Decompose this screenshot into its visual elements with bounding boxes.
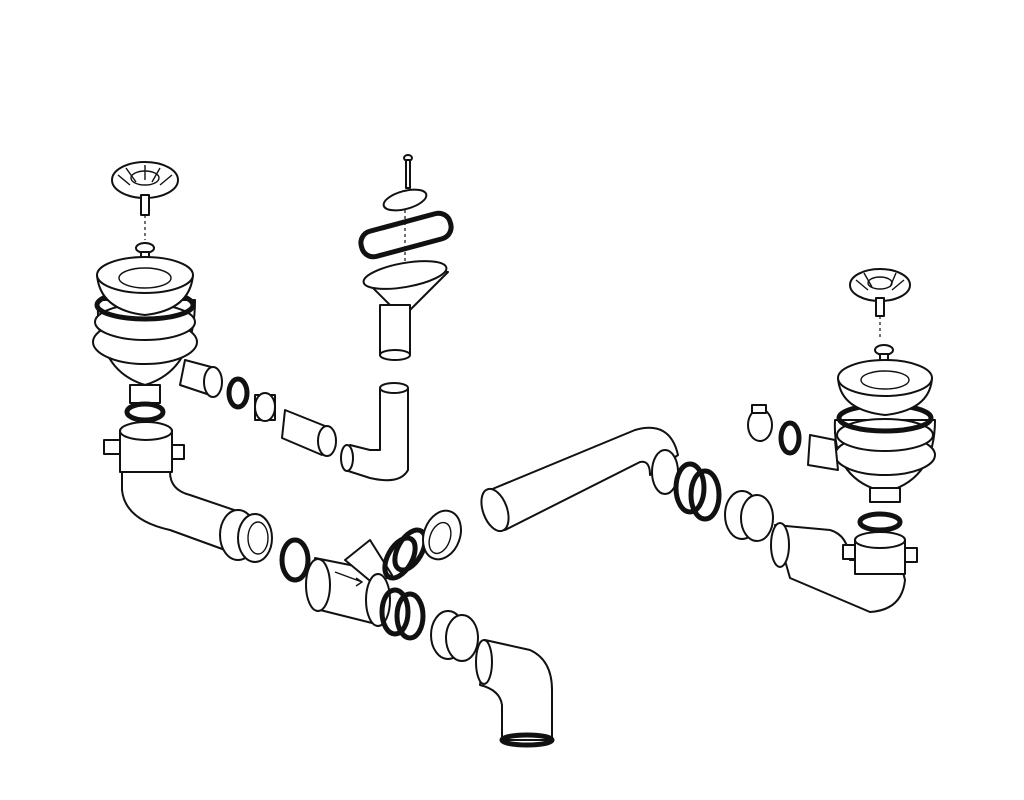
tee-fitting <box>305 539 393 627</box>
overflow-screw <box>403 154 413 189</box>
left-trap-nut <box>103 421 185 473</box>
overflow-gasket <box>358 210 454 260</box>
right-strainer-cap <box>849 268 911 317</box>
outlet-elbow <box>475 639 555 748</box>
right-washer <box>857 511 903 533</box>
elbow-nut <box>430 610 479 662</box>
left-slip-nut <box>254 392 276 422</box>
overflow-connector-washer <box>778 420 802 456</box>
tee-rings-upper <box>382 527 428 581</box>
overflow-tube <box>340 382 409 482</box>
right-bend-nut <box>724 490 774 542</box>
overflow-funnel <box>362 260 449 361</box>
tee-rings-lower <box>379 587 426 641</box>
left-washer <box>226 376 250 410</box>
connecting-pipe-rings <box>651 449 722 522</box>
bend-nut <box>219 509 273 563</box>
bend-washer <box>279 537 311 583</box>
tee-nut-upper <box>422 509 462 561</box>
right-trap-nut <box>842 531 918 575</box>
connecting-pipe <box>480 426 679 533</box>
left-basket-waste <box>92 256 223 423</box>
overflow-cover-plate <box>382 188 428 212</box>
left-strainer-cap <box>111 161 179 216</box>
cone-washer <box>281 409 337 457</box>
overflow-connector-nut <box>747 404 773 442</box>
right-basket-waste <box>807 359 936 503</box>
